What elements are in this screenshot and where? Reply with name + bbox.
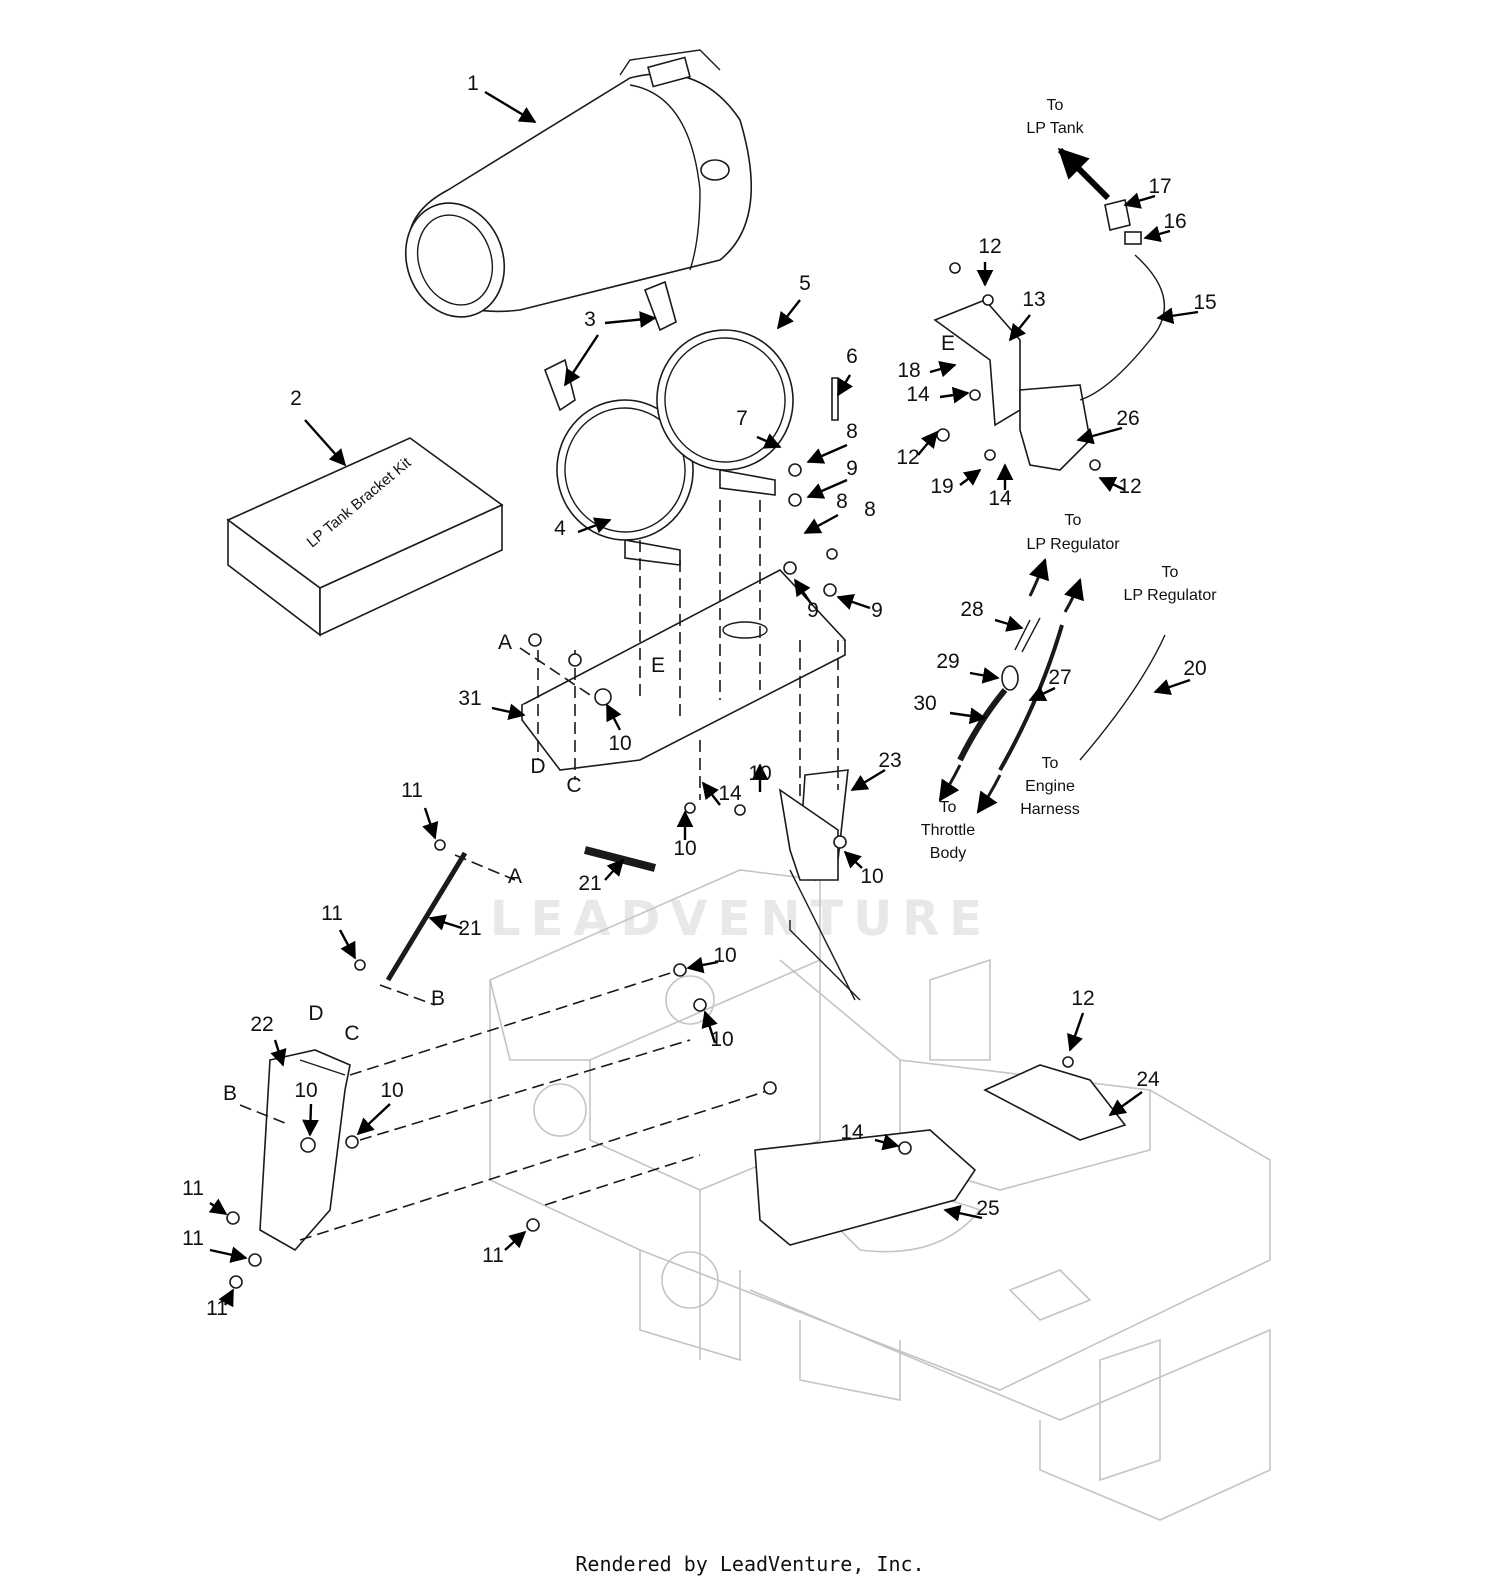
callout-C: C [566, 774, 581, 797]
callout-12: 12 [1071, 987, 1094, 1010]
callout-E: E [941, 332, 955, 355]
callout-9: 9 [871, 599, 883, 622]
callout-A: A [508, 865, 522, 888]
callout-23: 23 [878, 749, 901, 772]
callout-12: 12 [1118, 475, 1141, 498]
note-to-lp-regulator-a-line2: LP Regulator [1026, 536, 1120, 553]
callout-15: 15 [1193, 291, 1216, 314]
fasteners [226, 262, 1101, 1289]
note-to-engine-harness-line3: Harness [1020, 801, 1080, 818]
callout-10: 10 [748, 762, 771, 785]
callout-16: 16 [1163, 210, 1186, 233]
note-to-lp-regulator-b-line1: To [1162, 564, 1179, 581]
callout-18: 18 [897, 359, 920, 382]
callout-8: 8 [846, 420, 858, 443]
callout-25: 25 [976, 1197, 999, 1220]
lp-tank [404, 49, 753, 318]
callout-10: 10 [713, 944, 736, 967]
callout-10: 10 [710, 1028, 733, 1051]
destination-notes: To LP Tank To LP Regulator To LP Regulat… [921, 97, 1217, 862]
callout-28: 28 [960, 598, 983, 621]
leader-arrows [208, 90, 1199, 1308]
callout-11: 11 [182, 1177, 204, 1200]
callout-D: D [530, 755, 545, 778]
callout-B: B [431, 987, 445, 1010]
callout-11: 11 [321, 902, 343, 925]
lp-tank-bracket-kit-box: LP Tank Bracket Kit [226, 437, 504, 637]
callout-14: 14 [906, 383, 930, 406]
callout-7: 7 [736, 407, 748, 430]
callout-B: B [223, 1082, 237, 1105]
callout-8: 8 [864, 498, 876, 521]
callout-9: 9 [807, 599, 819, 622]
callout-1: 1 [467, 72, 479, 95]
upright-bracket [778, 769, 861, 1001]
callout-D: D [308, 1002, 323, 1025]
note-to-engine-harness-line1: To [1042, 755, 1059, 772]
watermark: LEADVENTURE [490, 891, 992, 947]
callout-26: 26 [1116, 407, 1139, 430]
callout-27: 27 [1048, 666, 1071, 689]
callout-21: 21 [458, 917, 481, 940]
callout-5: 5 [799, 272, 811, 295]
callout-4: 4 [554, 517, 566, 540]
callout-C: C [344, 1022, 359, 1045]
covers [754, 1064, 1127, 1246]
callout-29: 29 [936, 650, 959, 673]
callout-E: E [651, 654, 665, 677]
note-to-throttle-body-line2: Throttle [921, 822, 975, 839]
note-to-lp-regulator-b-line2: LP Regulator [1123, 587, 1217, 604]
footer-credit: Rendered by LeadVenture, Inc. [575, 1552, 925, 1576]
callout-9: 9 [846, 457, 858, 480]
callout-14: 14 [718, 782, 742, 805]
callout-31: 31 [458, 687, 481, 710]
callout-17: 17 [1148, 175, 1171, 198]
callout-14: 14 [988, 487, 1012, 510]
note-to-lp-tank-line1: To [1047, 97, 1064, 114]
callout-10: 10 [380, 1079, 403, 1102]
alignment-lines [239, 500, 839, 1241]
callout-24: 24 [1136, 1068, 1160, 1091]
callout-21: 21 [578, 872, 601, 895]
callout-12: 12 [978, 235, 1001, 258]
callout-10: 10 [608, 732, 631, 755]
callout-11: 11 [482, 1244, 504, 1267]
callout-8: 8 [836, 490, 848, 513]
callout-19: 19 [930, 475, 953, 498]
callout-10: 10 [860, 865, 883, 888]
callout-30: 30 [913, 692, 936, 715]
callout-2: 2 [290, 387, 302, 410]
callout-11: 11 [206, 1297, 228, 1320]
callout-11: 11 [401, 779, 423, 802]
callout-13: 13 [1022, 288, 1045, 311]
callout-14: 14 [840, 1121, 864, 1144]
note-to-throttle-body-line3: Body [930, 845, 966, 862]
note-to-engine-harness-line2: Engine [1025, 778, 1075, 795]
callout-22: 22 [250, 1013, 273, 1036]
callout-3: 3 [584, 308, 596, 331]
tank-straps [543, 280, 839, 566]
hoses [957, 617, 1166, 771]
callout-12: 12 [896, 446, 919, 469]
lp-regulator-assembly [933, 199, 1165, 471]
note-to-lp-tank-line2: LP Tank [1026, 120, 1084, 137]
callout-10: 10 [294, 1079, 317, 1102]
callout-11: 11 [182, 1227, 204, 1250]
note-to-lp-regulator-a-line1: To [1065, 512, 1082, 529]
mower-frame [489, 869, 1271, 1521]
callout-20: 20 [1183, 657, 1206, 680]
flow-arrows [938, 558, 1084, 814]
callout-A: A [498, 631, 512, 654]
mount-plate [520, 569, 847, 771]
callout-6: 6 [846, 345, 858, 368]
callout-10: 10 [673, 837, 696, 860]
note-to-throttle-body-line1: To [940, 799, 957, 816]
